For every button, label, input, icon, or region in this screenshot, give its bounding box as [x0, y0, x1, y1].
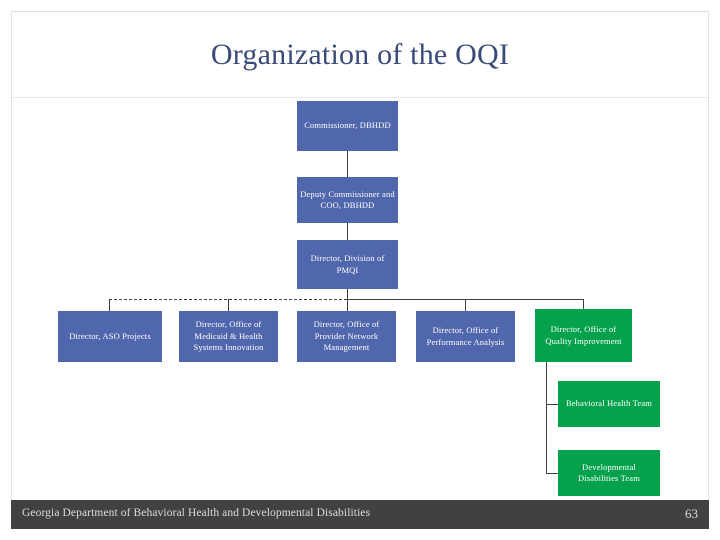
page-title: Organization of the OQI: [210, 38, 510, 71]
org-node-director-pmqi-label: Director, Division of PMQI: [310, 253, 385, 275]
org-node-director-medicaid-health-systems-innovation-label: Director, Office of Medicaid & Health Sy…: [193, 319, 264, 353]
connector-commissioner-to-deputy: [347, 151, 348, 177]
footer-organization-label: Georgia Department of Behavioral Health …: [22, 507, 371, 519]
org-node-director-provider-network-management-label: Director, Office of Provider Network Man…: [313, 319, 380, 353]
org-node-director-performance-analysis-label: Director, Office of Performance Analysis: [426, 325, 505, 347]
footer-bar: [11, 500, 709, 529]
connector-drop-provider: [347, 299, 348, 311]
connector-drop-quality: [583, 299, 584, 309]
connector-drop-aso: [109, 299, 110, 311]
connector-deputy-to-pmqi: [347, 223, 348, 240]
connector-drop-performance: [465, 299, 466, 311]
org-node-director-pmqi[interactable]: Director, Division of PMQI: [297, 240, 398, 289]
org-node-commissioner[interactable]: Commissioner, DBHDD: [297, 101, 398, 151]
org-node-behavioral-health-team-label: Behavioral Health Team: [565, 398, 653, 409]
connector-pmqi-to-bus: [347, 289, 348, 300]
slide-frame-right-border: [708, 11, 709, 529]
org-node-director-performance-analysis[interactable]: Director, Office of Performance Analysis: [416, 311, 515, 362]
org-node-director-aso-projects-label: Director, ASO Projects: [69, 330, 151, 341]
connector-drop-medicaid: [228, 299, 229, 311]
org-node-developmental-disabilities-team-label: Developmental Disabilities Team: [578, 461, 640, 484]
org-node-director-quality-improvement[interactable]: Director, Office of Quality Improvement: [535, 309, 632, 362]
org-node-behavioral-health-team[interactable]: Behavioral Health Team: [558, 381, 660, 427]
org-node-director-quality-improvement-label: Director, Office of Quality Improvement: [545, 324, 622, 346]
org-node-commissioner-label: Commissioner, DBHDD: [304, 120, 391, 131]
connector-quality-team-spine: [546, 380, 547, 473]
org-node-deputy-commissioner-label: Deputy Commissioner and COO, DBHDD: [300, 188, 395, 211]
slide-frame-left-border: [11, 11, 12, 529]
org-node-director-provider-network-management[interactable]: Director, Office of Provider Network Man…: [297, 311, 396, 362]
slide-frame-top-border: [11, 11, 709, 12]
title-divider-rule: [11, 97, 709, 98]
page-number: 63: [685, 506, 698, 521]
org-node-director-medicaid-health-systems-innovation[interactable]: Director, Office of Medicaid & Health Sy…: [179, 311, 278, 362]
connector-quality-stem: [546, 362, 547, 380]
org-node-developmental-disabilities-team[interactable]: Developmental Disabilities Team: [558, 450, 660, 496]
org-node-director-aso-projects[interactable]: Director, ASO Projects: [58, 311, 162, 362]
connector-branch-developmental-disabilities-team: [546, 473, 559, 474]
connector-branch-behavioral-health-team: [546, 404, 559, 405]
org-node-deputy-commissioner[interactable]: Deputy Commissioner and COO, DBHDD: [297, 177, 398, 223]
